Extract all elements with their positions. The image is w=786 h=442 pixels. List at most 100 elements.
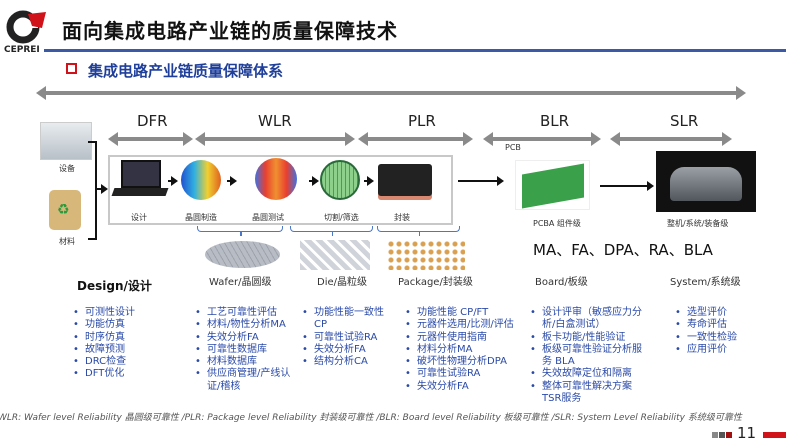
dicing-image xyxy=(320,160,360,200)
list-item: 可测性设计 xyxy=(73,307,183,320)
material-label: 材料 xyxy=(59,237,75,246)
list-item: 失效分析FA xyxy=(302,344,392,357)
list-item: 选型评价 xyxy=(675,307,775,320)
package-brace xyxy=(377,226,460,236)
list-item: DFT优化 xyxy=(73,368,183,381)
slr-arrow xyxy=(610,132,732,146)
stage-plr: PLR xyxy=(408,112,436,130)
pcba-caption: PCBA 组件级 xyxy=(533,219,581,228)
package-image xyxy=(378,164,432,196)
system-caption: 整机/系统/装备级 xyxy=(667,219,729,228)
list-item: 功能性能一致性CP xyxy=(302,307,392,332)
material-bag-image: ♻ xyxy=(49,190,81,230)
list-item: 设计评审（敏感应力分析/白盒测试） xyxy=(530,307,642,332)
car-image xyxy=(656,151,756,212)
list-item: 可靠性试验RA xyxy=(302,332,392,345)
design-list: 可测性设计 功能仿真 时序仿真 故障预测 DRC检查 DFT优化 xyxy=(73,307,183,381)
input-bracket xyxy=(88,141,97,240)
logo-text: CEPREI xyxy=(4,45,40,55)
input-arrow xyxy=(97,184,108,194)
design-title: Design/设计 xyxy=(77,279,152,293)
list-item: 材料/物性分析MA xyxy=(195,319,295,332)
page-title: 面向集成电路产业链的质量保障技术 xyxy=(62,19,398,43)
system-title: System/系统级 xyxy=(670,277,741,288)
page-accent-bar xyxy=(763,432,786,438)
step-label: 晶圆测试 xyxy=(252,213,284,222)
equipment-label: 设备 xyxy=(59,164,75,173)
dfr-arrow xyxy=(108,132,193,146)
footer-note: WLR: Wafer level Reliability 晶圆级可靠性 /PLR… xyxy=(0,413,742,423)
page-marker-icon xyxy=(712,432,732,438)
stage-blr: BLR xyxy=(540,112,570,130)
step-arrow xyxy=(168,176,178,186)
list-item: 结构分析CA xyxy=(302,356,392,369)
list-item: 故障预测 xyxy=(73,344,183,357)
package-list: 功能性能 CP/FT 元器件选用/比测/评估 元器件使用指南 材料分析MA 破坏… xyxy=(405,307,525,393)
board-list: 设计评审（敏感应力分析/白盒测试） 板卡功能/性能验证 板级可靠性验证分析服务 … xyxy=(530,307,642,405)
laptop-image xyxy=(111,160,169,198)
list-item: 可靠性数据库 xyxy=(195,344,295,357)
package-level-image xyxy=(387,240,465,270)
wlr-arrow xyxy=(195,132,355,146)
wafer-list: 工艺可靠性评估 材料/物性分析MA 失效分析FA 可靠性数据库 材料数据库 供应… xyxy=(195,307,295,393)
bullet-square-icon xyxy=(66,63,77,74)
process-box xyxy=(108,155,453,225)
plr-arrow xyxy=(358,132,473,146)
list-item: 板级可靠性验证分析服务 BLA xyxy=(530,344,642,369)
stage-slr: SLR xyxy=(670,112,699,130)
section-subtitle: 集成电路产业链质量保障体系 xyxy=(88,62,284,80)
list-item: 寿命评估 xyxy=(675,319,775,332)
list-item: 失效分析FA xyxy=(405,381,525,394)
die-level-image xyxy=(300,240,370,270)
wafer-title: Wafer/晶圆级 xyxy=(209,277,272,288)
board-title: Board/板级 xyxy=(535,277,588,288)
step-arrow xyxy=(227,176,237,186)
package-title: Package/封装级 xyxy=(398,277,473,288)
list-item: 一致性检验 xyxy=(675,332,775,345)
die-brace xyxy=(290,226,373,236)
die-title: Die/晶粒级 xyxy=(317,277,367,288)
list-item: 材料数据库 xyxy=(195,356,295,369)
list-item: 工艺可靠性评估 xyxy=(195,307,295,320)
logo xyxy=(6,8,50,46)
list-item: 功能性能 CP/FT xyxy=(405,307,525,320)
list-item: 应用评价 xyxy=(675,344,775,357)
step-label: 晶圆制造 xyxy=(185,213,217,222)
step-label: 切割/筛选 xyxy=(324,213,359,222)
die-list: 功能性能一致性CP 可靠性试验RA 失效分析FA 结构分析CA xyxy=(302,307,392,369)
list-item: 元器件使用指南 xyxy=(405,332,525,345)
wafer-brace xyxy=(197,226,283,236)
blr-arrow xyxy=(483,132,601,146)
list-item: 破坏性物理分析DPA xyxy=(405,356,525,369)
equipment-image xyxy=(40,122,92,160)
system-list: 选型评价 寿命评估 一致性检验 应用评价 xyxy=(675,307,775,356)
step-arrow xyxy=(364,176,374,186)
chain-arrow xyxy=(36,86,746,100)
list-item: 失效故障定位和隔离 xyxy=(530,368,642,381)
list-item: 板卡功能/性能验证 xyxy=(530,332,642,345)
to-pcb-arrow xyxy=(458,176,504,186)
step-arrow xyxy=(309,176,319,186)
list-item: 失效分析FA xyxy=(195,332,295,345)
wafer-fab-image xyxy=(181,160,221,200)
header-divider xyxy=(44,49,786,52)
list-item: 时序仿真 xyxy=(73,332,183,345)
list-item: 整体可靠性解决方案TSR服务 xyxy=(530,381,642,406)
wafer-test-image xyxy=(255,158,297,200)
list-item: 功能仿真 xyxy=(73,319,183,332)
wafer-level-image xyxy=(205,241,280,268)
step-label: 设计 xyxy=(131,213,147,222)
list-item: 材料分析MA xyxy=(405,344,525,357)
pcba-image xyxy=(515,160,590,210)
to-system-arrow xyxy=(600,181,654,191)
stage-wlr: WLR xyxy=(258,112,292,130)
pcb-label: PCB xyxy=(505,143,521,152)
list-item: 元器件选用/比测/评估 xyxy=(405,319,525,332)
page-number: 11 xyxy=(737,424,757,442)
stage-dfr: DFR xyxy=(137,112,168,130)
list-item: DRC检查 xyxy=(73,356,183,369)
methods-text: MA、FA、DPA、RA、BLA xyxy=(533,241,713,259)
step-label: 封装 xyxy=(394,213,410,222)
list-item: 可靠性试验RA xyxy=(405,368,525,381)
list-item: 供应商管理/产线认证/稽核 xyxy=(195,368,295,393)
